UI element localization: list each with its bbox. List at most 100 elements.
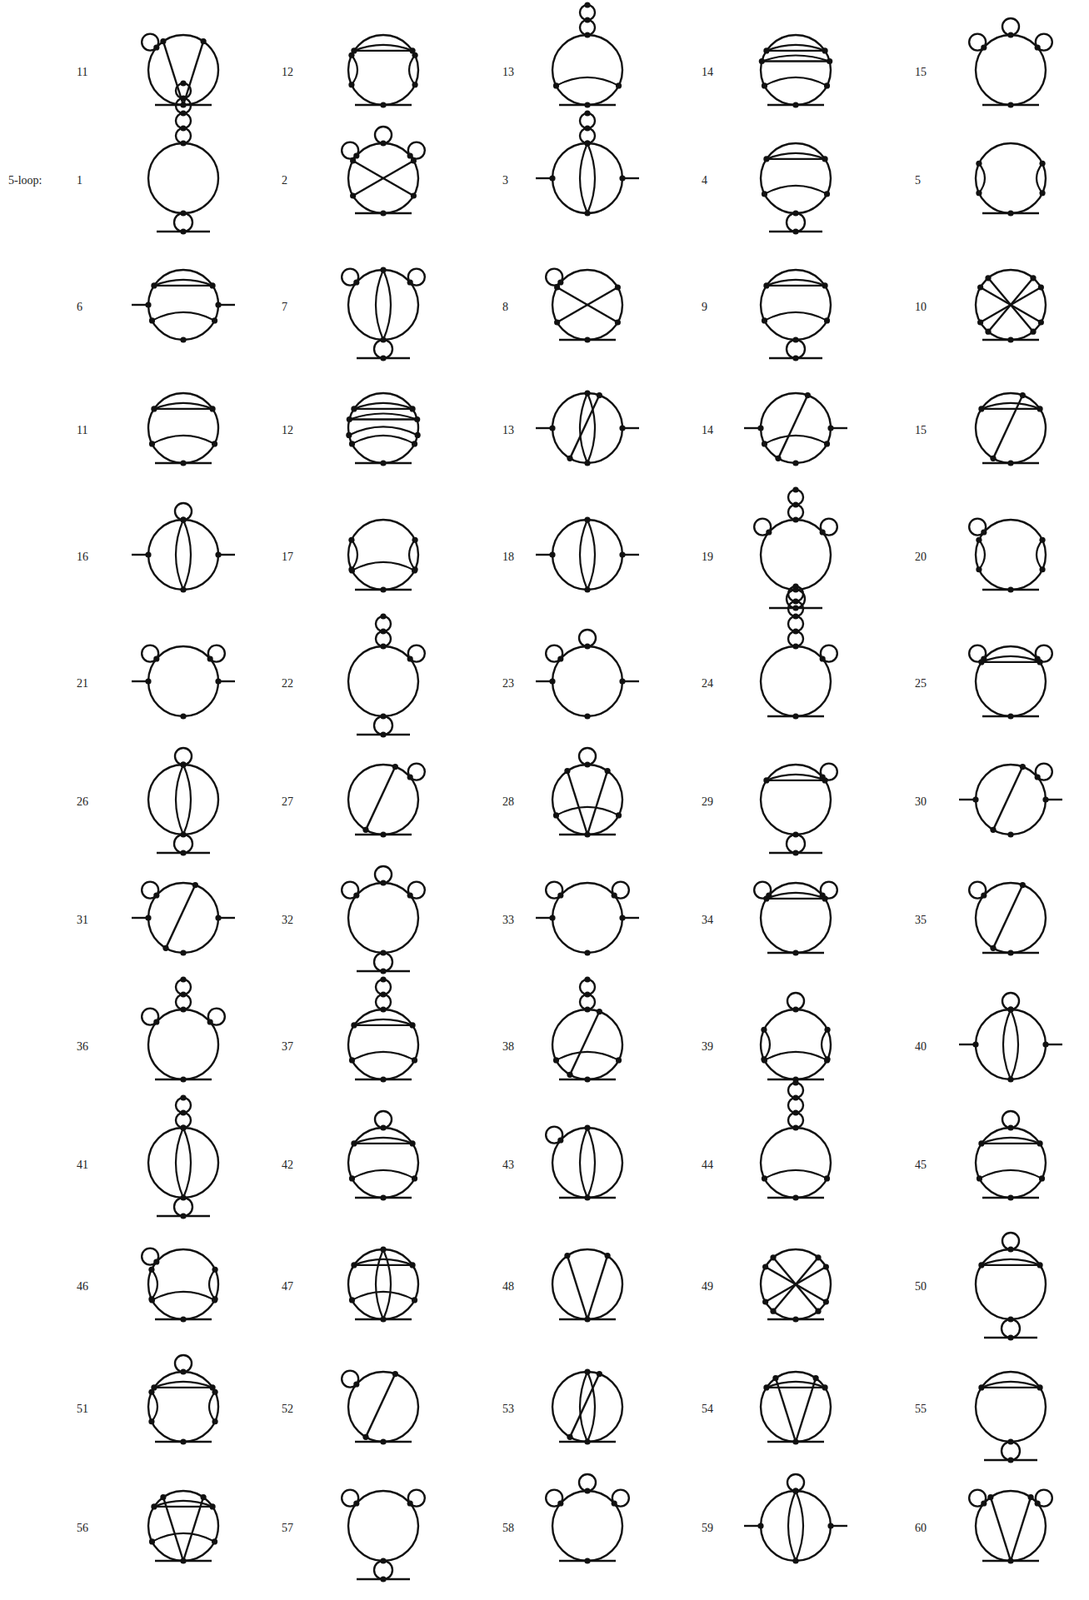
propagator-arc	[383, 1249, 391, 1320]
loop-circle	[552, 393, 623, 464]
diagram-number: 44	[701, 1159, 714, 1172]
loop-circle	[552, 143, 623, 214]
diagram-number: 46	[76, 1281, 89, 1294]
vertex-dot	[1007, 1124, 1014, 1131]
propagator-arc	[154, 403, 213, 410]
vertex-dot	[1007, 831, 1014, 838]
vertex-dot	[1038, 319, 1045, 325]
vertex-dot	[348, 52, 355, 59]
propagator-arc	[761, 55, 830, 62]
propagator-arc	[151, 435, 215, 445]
feynman-diagram	[959, 993, 1063, 1084]
vertex-dot	[584, 1368, 590, 1375]
diagram-number: 11	[76, 424, 88, 437]
vertex-dot	[772, 1375, 779, 1382]
propagator-arc	[351, 1052, 415, 1061]
feynman-diagram	[760, 269, 831, 362]
vertex-dot	[980, 1500, 987, 1507]
propagator-line	[557, 287, 619, 323]
vertex-dot	[410, 192, 417, 199]
vertex-dot	[1007, 586, 1014, 593]
vertex-dot	[987, 1494, 994, 1501]
vertex-dot	[411, 52, 418, 59]
vertex-dot	[379, 1558, 386, 1564]
propagator-arc	[764, 1029, 770, 1060]
propagator-line	[356, 1578, 410, 1581]
vertex-dot	[1029, 329, 1036, 335]
vertex-dot	[604, 1253, 610, 1259]
vertex-dot	[1007, 209, 1014, 216]
loop-circle	[975, 269, 1046, 340]
propagator-line	[163, 41, 184, 105]
diagram-number: 47	[281, 1281, 294, 1294]
feynman-diagram	[744, 392, 848, 467]
propagator-line	[354, 408, 413, 410]
vertex-dot	[211, 1296, 218, 1303]
vertex-dot	[564, 1253, 570, 1259]
diagram-number: 53	[502, 1403, 515, 1416]
propagator-line	[981, 661, 1040, 664]
loop-circle	[148, 764, 219, 835]
propagator-arc	[764, 77, 827, 86]
vertex-dot	[615, 812, 622, 819]
feynman-diagram	[969, 18, 1053, 109]
vertex-dot	[827, 424, 834, 431]
vertex-dot	[411, 1057, 418, 1064]
vertex-dot	[179, 1316, 186, 1323]
vertex-dot	[980, 892, 987, 899]
diagram-number: 15	[914, 66, 927, 79]
feynman-diagram	[760, 1079, 831, 1201]
diagram-number: 9	[701, 301, 708, 314]
feynman-diagram	[959, 764, 1063, 839]
feynman-diagram	[131, 882, 235, 957]
propagator-arc	[354, 1138, 413, 1144]
vertex-dot	[792, 209, 799, 216]
vertex-dot	[379, 101, 386, 108]
vertex-dot	[179, 336, 186, 343]
vertex-dot	[379, 713, 386, 720]
diagram-number: 1	[76, 174, 83, 187]
vertex-dot	[379, 1246, 386, 1253]
vertex-dot	[353, 279, 360, 285]
loop-circle	[552, 34, 623, 105]
vertex-dot	[619, 914, 625, 921]
vertex-dot	[584, 976, 590, 983]
vertex-dot	[211, 440, 218, 447]
loop-circle	[348, 393, 419, 464]
vertex-dot	[1007, 1316, 1014, 1323]
vertex-dot	[179, 1094, 186, 1101]
diagram-number: 11	[76, 66, 88, 79]
vertex-dot	[584, 1076, 590, 1083]
propagator-arc	[555, 807, 619, 816]
loop-circle	[148, 519, 219, 590]
vertex-dot	[1042, 796, 1049, 803]
vertex-dot	[823, 1263, 830, 1270]
vertex-dot	[611, 1500, 618, 1507]
propagator-line	[795, 1378, 816, 1443]
vertex-dot	[819, 529, 826, 535]
vertex-dot	[1007, 1006, 1014, 1013]
vertex-dot	[199, 1494, 206, 1501]
loop-circle	[760, 393, 831, 464]
vertex-dot	[211, 1538, 218, 1545]
propagator-line	[990, 1498, 1011, 1562]
propagator-line	[775, 1378, 796, 1443]
vertex-dot	[824, 317, 830, 324]
vertex-dot	[379, 613, 386, 620]
vertex-dot	[584, 761, 590, 768]
propagator-arc	[766, 893, 825, 900]
vertex-dot	[792, 486, 799, 493]
diagram-number: 37	[281, 1041, 294, 1054]
propagator-arc	[409, 539, 415, 570]
propagator-arc	[979, 539, 985, 570]
vertex-dot	[584, 516, 590, 523]
feynman-diagram	[348, 764, 425, 839]
vertex-dot	[972, 796, 979, 803]
propagator-arc	[981, 1382, 1040, 1389]
vertex-dot	[411, 440, 418, 447]
propagator-line	[766, 1387, 825, 1389]
vertex-dot	[584, 643, 590, 650]
vertex-dot	[349, 157, 356, 164]
vertex-dot	[615, 1057, 622, 1064]
feynman-diagram	[535, 109, 640, 216]
